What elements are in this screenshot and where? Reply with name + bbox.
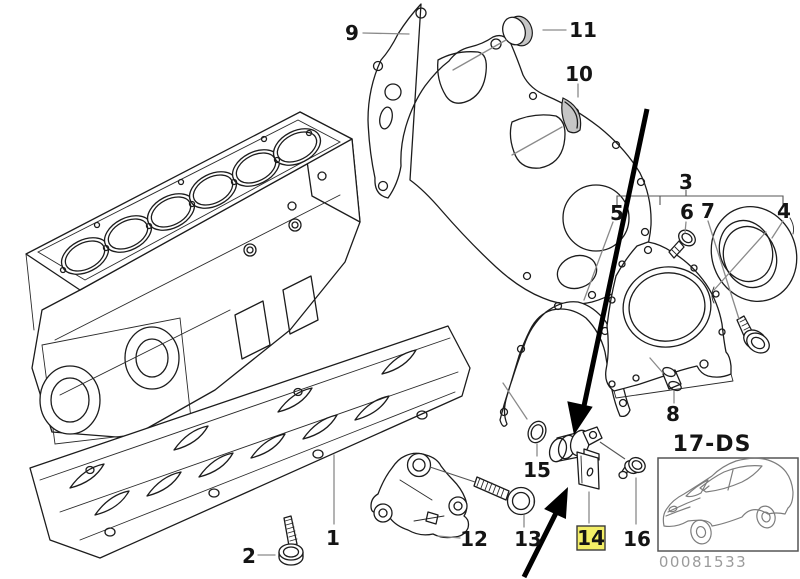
engine-block — [25, 111, 361, 445]
position-sensor-14 — [548, 426, 603, 490]
callout-14: 14 — [577, 526, 605, 550]
vehicle-thumbnail — [657, 457, 799, 552]
car-outline-drawing — [662, 457, 794, 545]
callout-10: 10 — [565, 62, 593, 86]
pointer-arrow-lower — [521, 487, 568, 579]
callout-8: 8 — [666, 402, 680, 426]
callout-12: 12 — [460, 527, 488, 551]
bolt-16 — [618, 456, 646, 480]
callout-3: 3 — [679, 170, 693, 194]
highlight-box — [576, 525, 606, 551]
seal-ring-4 — [710, 206, 798, 304]
deck-holes — [59, 129, 313, 274]
cylinder-bores — [60, 128, 322, 275]
bolt-6 — [668, 229, 696, 259]
half-moon-seal-10 — [561, 97, 582, 134]
rear-seal-housing-7 — [605, 241, 734, 399]
callout-4: 4 — [777, 199, 791, 223]
callout-16: 16 — [623, 527, 651, 551]
watermark-text: 00081533 — [659, 553, 747, 571]
callout-7: 7 — [701, 199, 715, 223]
callout-labels: 9 11 10 3 5 6 7 4 8 15 13 12 16 1 2 17-D… — [242, 18, 791, 568]
leader-lines — [257, 29, 784, 556]
baffle-holes — [85, 387, 428, 537]
callout-1: 1 — [326, 526, 340, 550]
oil-baffle-plate — [29, 325, 471, 559]
bolt-13 — [473, 476, 536, 516]
callout-13: 13 — [514, 527, 542, 551]
dowel-8 — [662, 366, 682, 392]
bolt-2 — [278, 515, 304, 566]
callout-15: 15 — [523, 458, 551, 482]
core-plug-11 — [502, 15, 533, 47]
callout-11: 11 — [569, 18, 597, 42]
callout-2: 2 — [242, 544, 256, 568]
highlighted-callout-14: 14 — [576, 525, 606, 551]
o-ring-15 — [527, 420, 547, 444]
section-label-17ds: 17-DS — [673, 432, 752, 457]
callout-5: 5 — [610, 201, 624, 225]
bolt-housing — [736, 315, 770, 354]
baffle-ribs — [69, 349, 417, 516]
timing-cover-gasket — [367, 3, 652, 305]
callout-6: 6 — [680, 200, 694, 224]
callout-9: 9 — [345, 21, 359, 45]
pointer-arrow-upper — [567, 108, 650, 435]
support-bracket-12 — [370, 452, 470, 539]
